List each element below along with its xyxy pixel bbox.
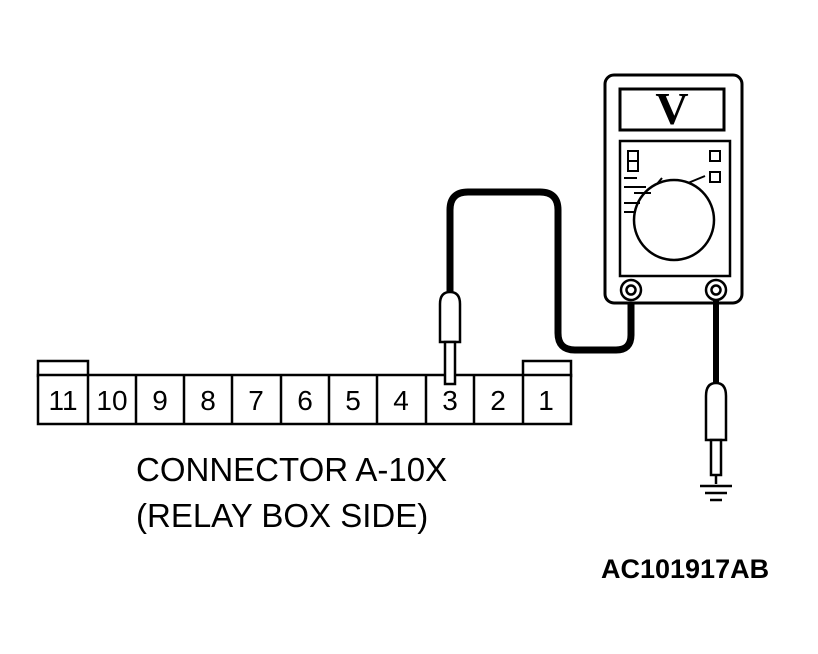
- pin-label: 6: [297, 385, 313, 416]
- ground-test-lead: [700, 300, 732, 502]
- meter-display-readout: V: [655, 83, 688, 134]
- mode-indicator-icon: [709, 150, 721, 162]
- pin-label: 4: [393, 385, 409, 416]
- connector-pin-labels: 11 10 9 8 7 6 5 4 3 2 1: [48, 385, 553, 416]
- connector-pin-dividers: [86, 375, 525, 424]
- positive-probe-tip: [443, 340, 457, 386]
- mode-indicator-icon: [709, 171, 721, 183]
- pin-label: 3: [442, 385, 458, 416]
- pin-label: 5: [345, 385, 361, 416]
- ground-probe-tip: [709, 438, 723, 477]
- range-indicator-icon: [627, 150, 639, 172]
- pin-label: 1: [538, 385, 554, 416]
- positive-jack: [619, 278, 643, 302]
- ground-symbol-icon: [700, 475, 732, 502]
- connector-a-10x: [36, 359, 573, 426]
- connector-caption-line2: (RELAY BOX SIDE): [136, 497, 428, 534]
- pin-label: 9: [152, 385, 168, 416]
- figure-code: AC101917AB: [601, 554, 769, 584]
- common-jack: [704, 278, 728, 302]
- pin-label: 2: [490, 385, 506, 416]
- pin-label: 10: [96, 385, 127, 416]
- positive-probe-body: [438, 290, 462, 344]
- positive-test-lead: [438, 188, 635, 386]
- pin-label: 7: [248, 385, 264, 416]
- selector-dial: [632, 178, 716, 262]
- dial-range-marks: [624, 175, 706, 213]
- positive-lead-wire: [446, 188, 635, 354]
- connector-caption-line1: CONNECTOR A-10X: [136, 451, 447, 488]
- ground-probe-body: [704, 381, 728, 442]
- multimeter-display: [618, 87, 726, 132]
- pin-label: 11: [48, 385, 77, 416]
- pin-label: 8: [200, 385, 216, 416]
- connector-body: [36, 373, 573, 426]
